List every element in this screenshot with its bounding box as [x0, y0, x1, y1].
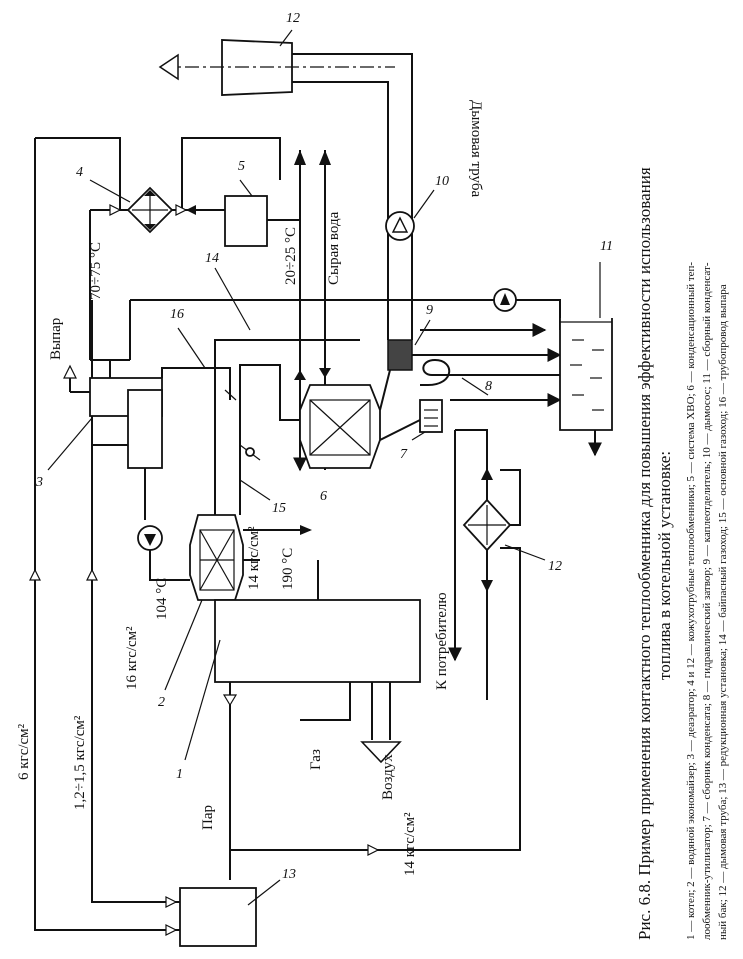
label-gas: Газ — [308, 749, 324, 770]
label-num-10: 10 — [435, 174, 449, 189]
label-104c: 104 °С — [154, 578, 170, 620]
caption-legend-line1: 1 — котел; 2 — водяной экономайзер; 3 — … — [685, 262, 697, 940]
label-num-15: 15 — [272, 501, 286, 516]
caption-legend-line3: ный бак; 12 — дымовая труба; 13 — редукц… — [717, 284, 729, 940]
label-num-14: 14 — [205, 251, 219, 266]
economizer-2 — [164, 514, 244, 691]
label-num-12-hx: 12 — [548, 559, 562, 574]
label-temp-70-75: 70÷75 °С — [88, 242, 104, 300]
line-6kgs — [29, 137, 180, 931]
label-14kgs-top: 14 кгс/см² — [246, 526, 262, 590]
label-190c: 190 °С — [280, 548, 296, 590]
label-6kgs: 6 кгс/см² — [16, 723, 32, 780]
condensate-collector-7 — [379, 399, 443, 441]
feed-pump — [137, 525, 190, 581]
line-1-2kgs — [86, 300, 180, 903]
heat-exchanger-4 — [89, 179, 174, 234]
chimney — [158, 29, 395, 96]
label-num-2: 2 — [158, 695, 165, 710]
condensate-tank-11 — [559, 262, 613, 457]
label-1-2kgs: 1,2÷1,5 кгс/см² — [72, 715, 88, 810]
label-num-12-chimney: 12 — [286, 11, 300, 26]
hydraulic-seal-8 — [420, 358, 489, 396]
heat-exchanger-12 — [448, 429, 546, 700]
label-vapor: Выпар — [48, 318, 64, 360]
label-temp-20-25: 20÷25 °С — [283, 227, 299, 285]
caption: Рис. 6.8. Пример применения контактного … — [635, 167, 729, 940]
condensing-hx-6 — [294, 368, 381, 469]
label-num-5: 5 — [238, 159, 245, 174]
label-16kgs: 16 кгс/см² — [124, 626, 140, 690]
label-num-6: 6 — [320, 489, 327, 504]
caption-title-line1: Рис. 6.8. Пример применения контактного … — [635, 167, 654, 940]
label-num-13: 13 — [282, 867, 296, 882]
label-num-4: 4 — [76, 165, 83, 180]
smoke-exhauster — [385, 189, 435, 241]
label-air: Воздух — [380, 754, 396, 800]
vapor-line-16 — [161, 327, 231, 400]
label-raw-water: Сырая вода — [326, 211, 342, 285]
label-num-3: 3 — [35, 475, 43, 490]
label-num-11: 11 — [600, 239, 613, 254]
separator-9 — [379, 319, 431, 411]
boiler-1 — [184, 560, 421, 764]
label-chimney: Дымовая труба — [468, 100, 484, 197]
label-num-16: 16 — [170, 307, 184, 322]
label-steam: Пар — [200, 805, 216, 830]
water-treatment-5 — [224, 179, 268, 247]
deaerator-3 — [47, 377, 163, 471]
label-14kgs-bottom: 14 кгс/см² — [402, 812, 418, 876]
label-num-7: 7 — [400, 447, 408, 462]
reduction-unit-13 — [165, 879, 281, 947]
label-num-1: 1 — [176, 767, 183, 782]
caption-legend-line2: лообменник-утилизатор; 7 — сборник конде… — [701, 262, 713, 940]
label-num-9: 9 — [426, 303, 433, 318]
gas-duct-15 — [214, 339, 360, 501]
label-num-8: 8 — [485, 379, 492, 394]
label-consumer: К потребителю — [434, 592, 450, 690]
caption-title-line2: топлива в котельной установке: — [655, 451, 674, 680]
flue-duct — [292, 53, 413, 340]
